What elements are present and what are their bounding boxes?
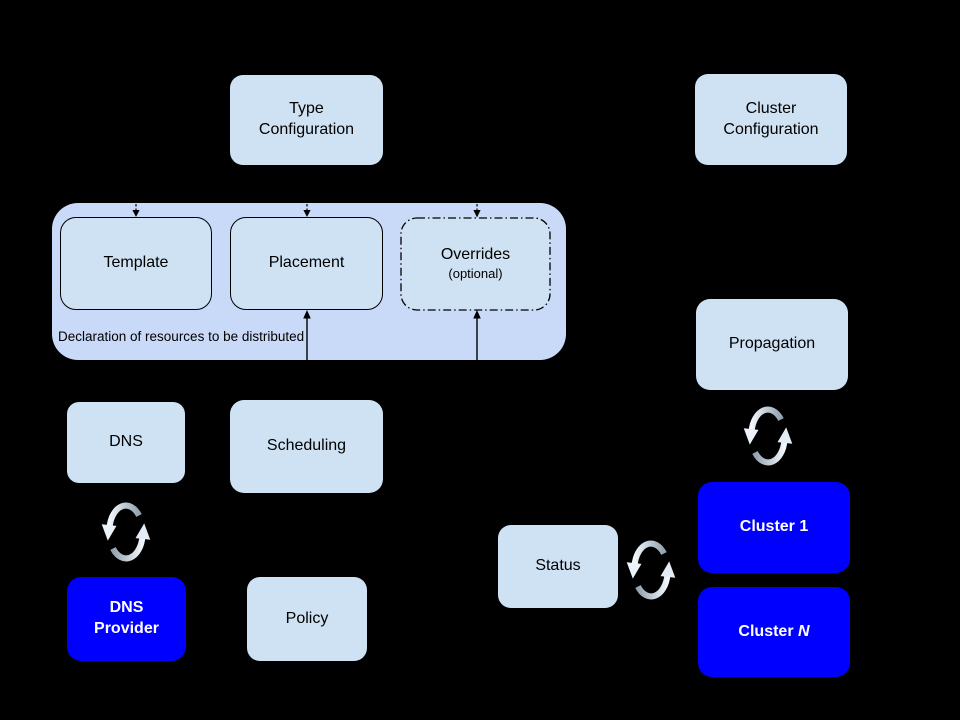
node-label: Cluster 1 xyxy=(739,518,809,536)
node-overrides: Overrides (optional) xyxy=(401,218,550,310)
node-label: Scheduling xyxy=(266,437,347,455)
node-type-configuration: Type Configuration xyxy=(230,75,383,165)
node-policy: Policy xyxy=(247,577,367,661)
node-cluster-configuration: Cluster Configuration xyxy=(695,74,847,165)
node-label: Overrides xyxy=(440,245,511,263)
sync-icon xyxy=(100,494,152,570)
node-propagation: Propagation xyxy=(696,299,848,390)
node-label: DNS Provider xyxy=(94,599,159,637)
node-cluster-1: Cluster 1 xyxy=(698,482,850,573)
sync-icon xyxy=(625,532,677,608)
node-status: Status xyxy=(498,525,618,608)
node-cluster-n: Cluster N xyxy=(698,587,850,677)
sync-icon xyxy=(742,398,794,474)
node-dns: DNS xyxy=(67,402,185,483)
node-label: Status xyxy=(535,557,581,575)
node-label: Cluster N xyxy=(738,622,810,640)
node-placement: Placement xyxy=(230,217,383,310)
node-label: Placement xyxy=(268,254,345,272)
node-label: Cluster Configuration xyxy=(723,99,819,138)
group-caption: Declaration of resources to be distribut… xyxy=(58,329,305,344)
node-label: DNS xyxy=(109,433,143,451)
node-sublabel: (optional) xyxy=(448,266,503,282)
node-label: Policy xyxy=(285,609,329,627)
node-dns-provider: DNS Provider xyxy=(67,577,186,661)
node-label: Type Configuration xyxy=(258,100,355,138)
node-label: Template xyxy=(103,254,169,272)
node-scheduling: Scheduling xyxy=(230,400,383,493)
node-template: Template xyxy=(60,217,212,310)
node-label: Propagation xyxy=(728,335,816,353)
